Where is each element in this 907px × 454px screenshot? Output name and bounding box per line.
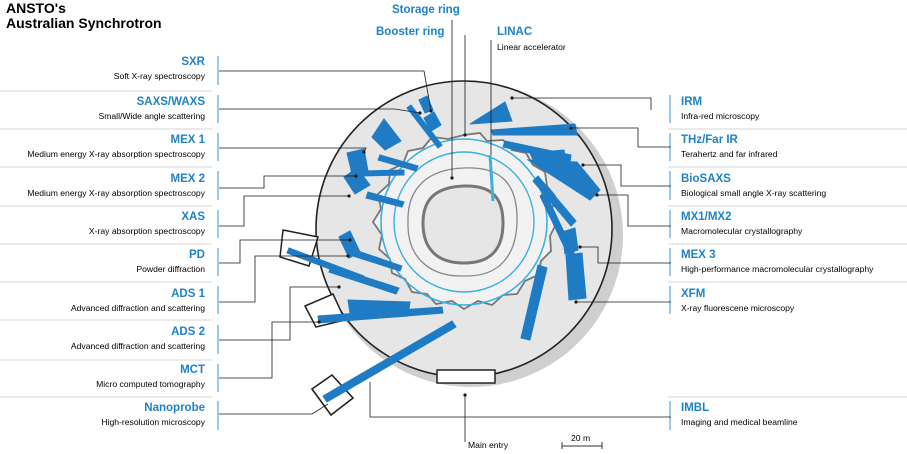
beamline-irm: IRM Infra-red microscopy	[681, 96, 886, 122]
beamline-desc: High-performance macromolecular crystall…	[681, 264, 874, 274]
beamline-xas: XAS X-ray absorption spectroscopy	[0, 211, 205, 237]
main-entry-label: Main entry	[468, 440, 509, 450]
beamline-desc: Imaging and medical beamline	[681, 417, 798, 427]
beamline-name: MEX 3	[681, 249, 716, 261]
beamline-thz-far-ir: THz/Far IR Terahertz and far infrared	[681, 134, 886, 160]
storage-ring-beam	[380, 138, 548, 306]
beamline-name: IRM	[681, 96, 703, 108]
linac-tube	[488, 154, 495, 202]
beamline-name: THz/Far IR	[681, 134, 738, 146]
scale-bar-label: 20 m	[571, 433, 591, 443]
leader-lines	[219, 20, 671, 442]
beamline-ads1: ADS 1 Advanced diffraction and scatterin…	[0, 288, 205, 314]
left-separators	[0, 90, 212, 398]
beamline-desc: Macromolecular crystallography	[681, 226, 803, 236]
beamline-desc: X-ray absorption spectroscopy	[88, 226, 205, 236]
beamline-name: XFM	[681, 288, 706, 300]
diagram-title: ANSTO's Australian Synchrotron	[6, 1, 162, 31]
beamline-desc: Medium energy X-ray absorption spectrosc…	[27, 149, 205, 159]
booster-ring-wall	[407, 167, 518, 277]
beamline-desc: Micro computed tomography	[96, 379, 205, 389]
beamline-desc: Advanced diffraction and scattering	[70, 303, 205, 313]
beamline-name: MCT	[180, 364, 205, 376]
beamline-name: BioSAXS	[681, 173, 731, 185]
beamline-ads2: ADS 2 Advanced diffraction and scatterin…	[0, 326, 205, 352]
beamline-desc: Medium energy X-ray absorption spectrosc…	[27, 188, 205, 198]
beamline-mex3: MEX 3 High-performance macromolecular cr…	[681, 249, 886, 275]
storage-ring-label: Storage ring	[392, 4, 460, 16]
beamline-desc: Infra-red microscopy	[681, 111, 760, 121]
booster-ring-beam	[393, 151, 535, 293]
beamline-imbl: IMBL Imaging and medical beamline	[681, 402, 886, 428]
beamline-mex1: MEX 1 Medium energy X-ray absorption spe…	[0, 134, 205, 160]
beamline-name: MX1/MX2	[681, 211, 732, 223]
beamline-mct: MCT Micro computed tomography	[0, 364, 205, 390]
beamline-name: SAXS/WAXS	[136, 96, 205, 108]
beamline-mx1-mx2: MX1/MX2 Macromolecular crystallography	[681, 211, 886, 237]
beamline-name: Nanoprobe	[144, 402, 205, 414]
beamline-name: MEX 1	[170, 134, 205, 146]
beamline-xfm: XFM X-ray fluorescene microscopy	[681, 288, 886, 314]
right-separators	[668, 128, 907, 398]
beamline-biosaxs: BioSAXS Biological small angle X-ray sca…	[681, 173, 886, 199]
beamline-desc: Terahertz and far infrared	[681, 149, 778, 159]
beamline-name: MEX 2	[170, 173, 205, 185]
beamline-desc: Biological small angle X-ray scattering	[681, 188, 827, 198]
beamline-desc: Small/Wide angle scattering	[98, 111, 205, 121]
beamline-sxr: SXR Soft X-ray spectroscopy	[0, 56, 205, 82]
inner-hall	[421, 184, 505, 265]
beamline-desc: Powder diffraction	[136, 264, 205, 274]
booster-ring-label: Booster ring	[376, 26, 445, 38]
title-line-1: ANSTO's	[6, 0, 66, 16]
beamlines-left	[286, 95, 457, 403]
title-line-2: Australian Synchrotron	[6, 15, 162, 31]
linac-description: Linear accelerator	[497, 42, 566, 52]
beamline-name: ADS 2	[171, 326, 205, 338]
scale-bar	[561, 442, 603, 449]
beamline-desc: Soft X-ray spectroscopy	[113, 71, 205, 81]
beamline-name: PD	[189, 249, 205, 261]
beamline-desc: High-resolution microscopy	[101, 417, 205, 427]
beamline-name: SXR	[181, 56, 205, 68]
beamline-desc: X-ray fluorescene microscopy	[681, 303, 795, 313]
beamline-saxs-waxs: SAXS/WAXS Small/Wide angle scattering	[0, 96, 205, 122]
beamline-mex2: MEX 2 Medium energy X-ray absorption spe…	[0, 173, 205, 199]
leader-dots	[317, 96, 599, 397]
linac-label: LINAC	[497, 26, 533, 38]
beamline-name: ADS 1	[171, 288, 205, 300]
beamline-nanoprobe: Nanoprobe High-resolution microscopy	[0, 402, 205, 428]
beamline-desc: Advanced diffraction and scattering	[70, 341, 205, 351]
main-entry-block	[436, 369, 496, 384]
beamline-name: IMBL	[681, 402, 710, 414]
beamline-name: XAS	[181, 211, 205, 223]
beamline-pd: PD Powder diffraction	[0, 249, 205, 275]
